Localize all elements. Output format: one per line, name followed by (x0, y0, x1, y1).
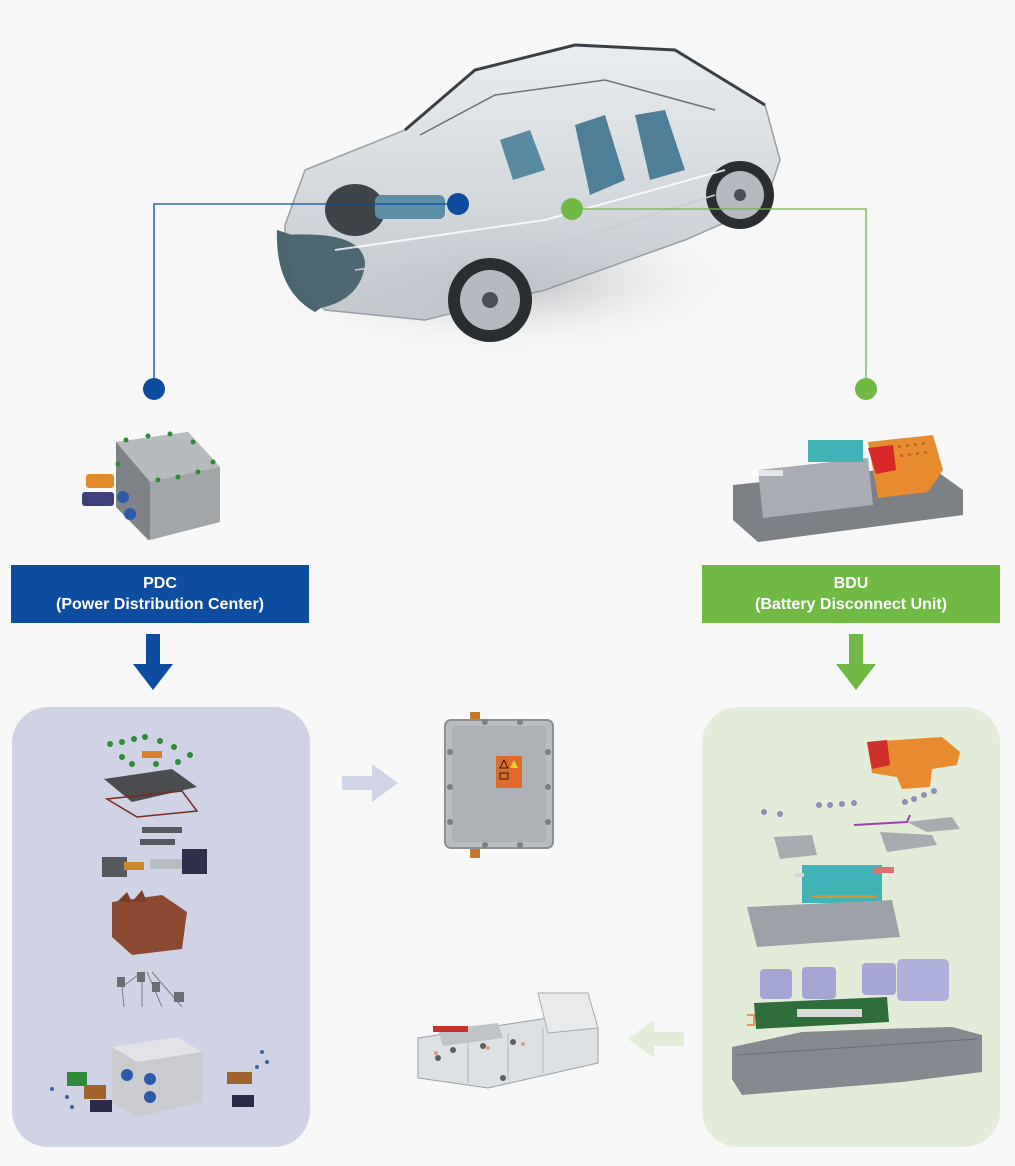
pdc-subtitle: (Power Distribution Center) (55, 596, 264, 613)
pdc-exploded-panel (12, 707, 310, 1147)
car-cutaway-image (255, 43, 781, 360)
bdu-arrow-down-icon (836, 634, 876, 690)
pdc-label: PDC (Power Distribution Center) (11, 565, 309, 623)
pdc-callout-line (153, 203, 458, 389)
pdc-arrow-down-icon (133, 634, 173, 690)
pdc-callout-dot-icon (143, 378, 165, 400)
bdu-vehicle-dot-icon (561, 198, 583, 220)
arrow-right-icon (342, 764, 398, 802)
pdc-title: PDC (143, 575, 177, 592)
arrow-left-icon (628, 1020, 684, 1058)
bdu-finished-image (408, 988, 603, 1093)
bdu-callout-line (572, 208, 867, 389)
bdu-callout-dot-icon (855, 378, 877, 400)
pdc-product-image (78, 422, 228, 547)
pdc-finished-image (440, 712, 555, 862)
bdu-subtitle: (Battery Disconnect Unit) (754, 596, 948, 613)
bdu-exploded-view-image (732, 737, 982, 1095)
bdu-exploded-panel (702, 707, 1000, 1147)
pdc-vehicle-dot-icon (447, 193, 469, 215)
bdu-product-image (728, 430, 968, 545)
bdu-label: BDU (Battery Disconnect Unit) (702, 565, 1000, 623)
bdu-title: BDU (833, 575, 869, 592)
pdc-exploded-view-image (50, 734, 269, 1117)
vehicle-illustration (245, 20, 805, 380)
